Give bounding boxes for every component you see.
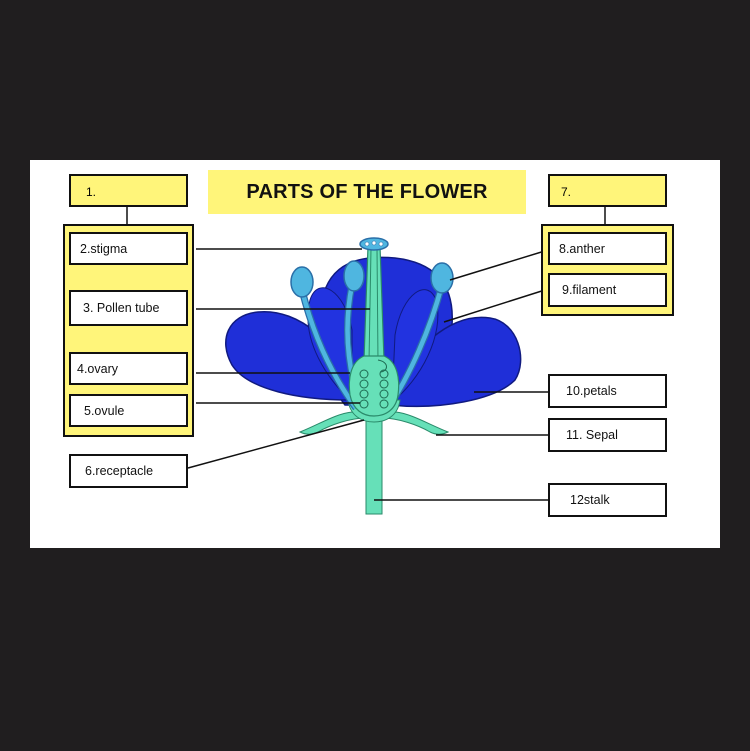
label-ovary: 4.ovary: [77, 361, 118, 376]
leader-filament: [443, 288, 549, 323]
leader-receptacle: [187, 419, 365, 469]
label-filament: 9.filament: [562, 283, 617, 297]
label-box-stigma: 2.stigma: [69, 232, 188, 265]
anther-left-outer: [290, 266, 314, 298]
label-stalk: 12stalk: [570, 493, 610, 507]
label-box-1: 1.: [69, 174, 188, 207]
label-box-stalk: 12stalk: [548, 483, 667, 517]
anther-left-inner: [343, 260, 365, 292]
label-anther: 8.anther: [559, 241, 605, 256]
filament-left-outer-fill: [299, 289, 358, 410]
label-ovule: 5.ovule: [84, 403, 125, 418]
sepal-right: [381, 411, 450, 435]
label-box-ovary: 4.ovary: [69, 352, 188, 385]
label-box-filament: 9.filament: [548, 273, 667, 307]
pollen-tube-line-2: [376, 247, 379, 363]
label-box-anther: 8.anther: [548, 232, 667, 265]
label-7: 7.: [561, 185, 572, 199]
label-box-pollen-tube: 3. Pollen tube: [69, 290, 188, 326]
anther-right: [430, 262, 454, 294]
label-petals: 10.petals: [566, 384, 617, 398]
label-receptacle: 6.receptacle: [85, 464, 154, 478]
pollen-tube-line-1: [368, 247, 372, 363]
label-1: 1.: [86, 185, 97, 199]
label-box-petals: 10.petals: [548, 374, 667, 408]
label-box-ovule: 5.ovule: [69, 394, 188, 427]
leader-anther: [449, 249, 549, 281]
label-pollen-tube: 3. Pollen tube: [83, 301, 160, 315]
leader-lines: [126, 207, 606, 501]
pollen-tube-curl: [377, 359, 387, 373]
sepal-left: [298, 411, 367, 435]
label-box-7: 7.: [548, 174, 667, 207]
label-box-receptacle: 6.receptacle: [69, 454, 188, 488]
ovary: [348, 355, 400, 417]
style: [363, 245, 385, 361]
label-stigma: 2.stigma: [80, 241, 128, 256]
label-box-sepal: 11. Sepal: [548, 418, 667, 452]
diagram-title: PARTS OF THE FLOWER: [208, 170, 526, 214]
label-sepal: 11. Sepal: [566, 428, 618, 442]
